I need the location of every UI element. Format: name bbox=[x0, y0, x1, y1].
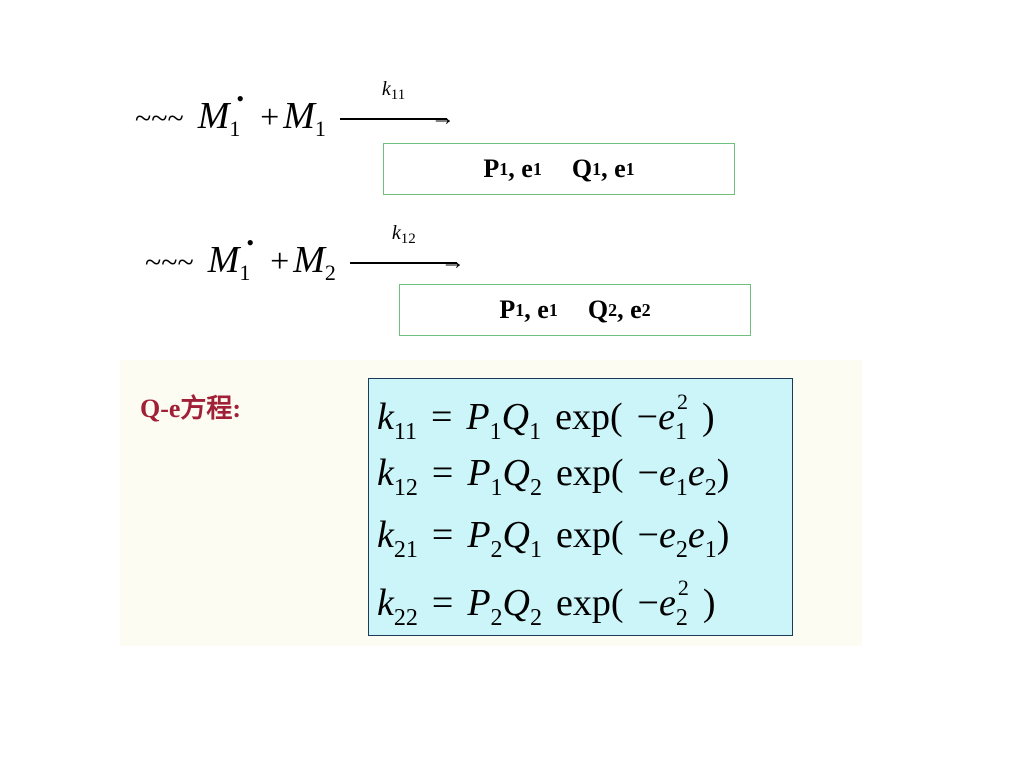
radical-dot-icon: • bbox=[246, 230, 255, 255]
qe-equation-label: Q-e方程: bbox=[140, 394, 242, 423]
reaction-arrow: k12 → bbox=[349, 222, 465, 275]
radical-dot-icon: • bbox=[236, 86, 245, 111]
reaction-1: ~~~ M1• + M1 k11 → bbox=[135, 78, 455, 142]
arrow-right-icon: → bbox=[440, 249, 465, 275]
chain-tilde: ~~~ bbox=[145, 246, 194, 279]
reaction-2: ~~~ M1• + M2 k12 → bbox=[145, 222, 465, 286]
chain-tilde: ~~~ bbox=[135, 102, 184, 135]
monomer: M1 bbox=[283, 95, 326, 141]
plus-sign: + bbox=[270, 243, 290, 280]
arrow-right-icon: → bbox=[430, 105, 455, 131]
monomer: M2 bbox=[293, 239, 336, 285]
monomer-radical: M1 bbox=[207, 239, 251, 285]
reaction-arrow: k11 → bbox=[339, 78, 455, 131]
plus-sign: + bbox=[260, 99, 280, 136]
rate-constant: k11 bbox=[381, 78, 406, 103]
monomer-radical: M1 bbox=[197, 95, 241, 141]
rate-constant: k12 bbox=[391, 222, 416, 247]
